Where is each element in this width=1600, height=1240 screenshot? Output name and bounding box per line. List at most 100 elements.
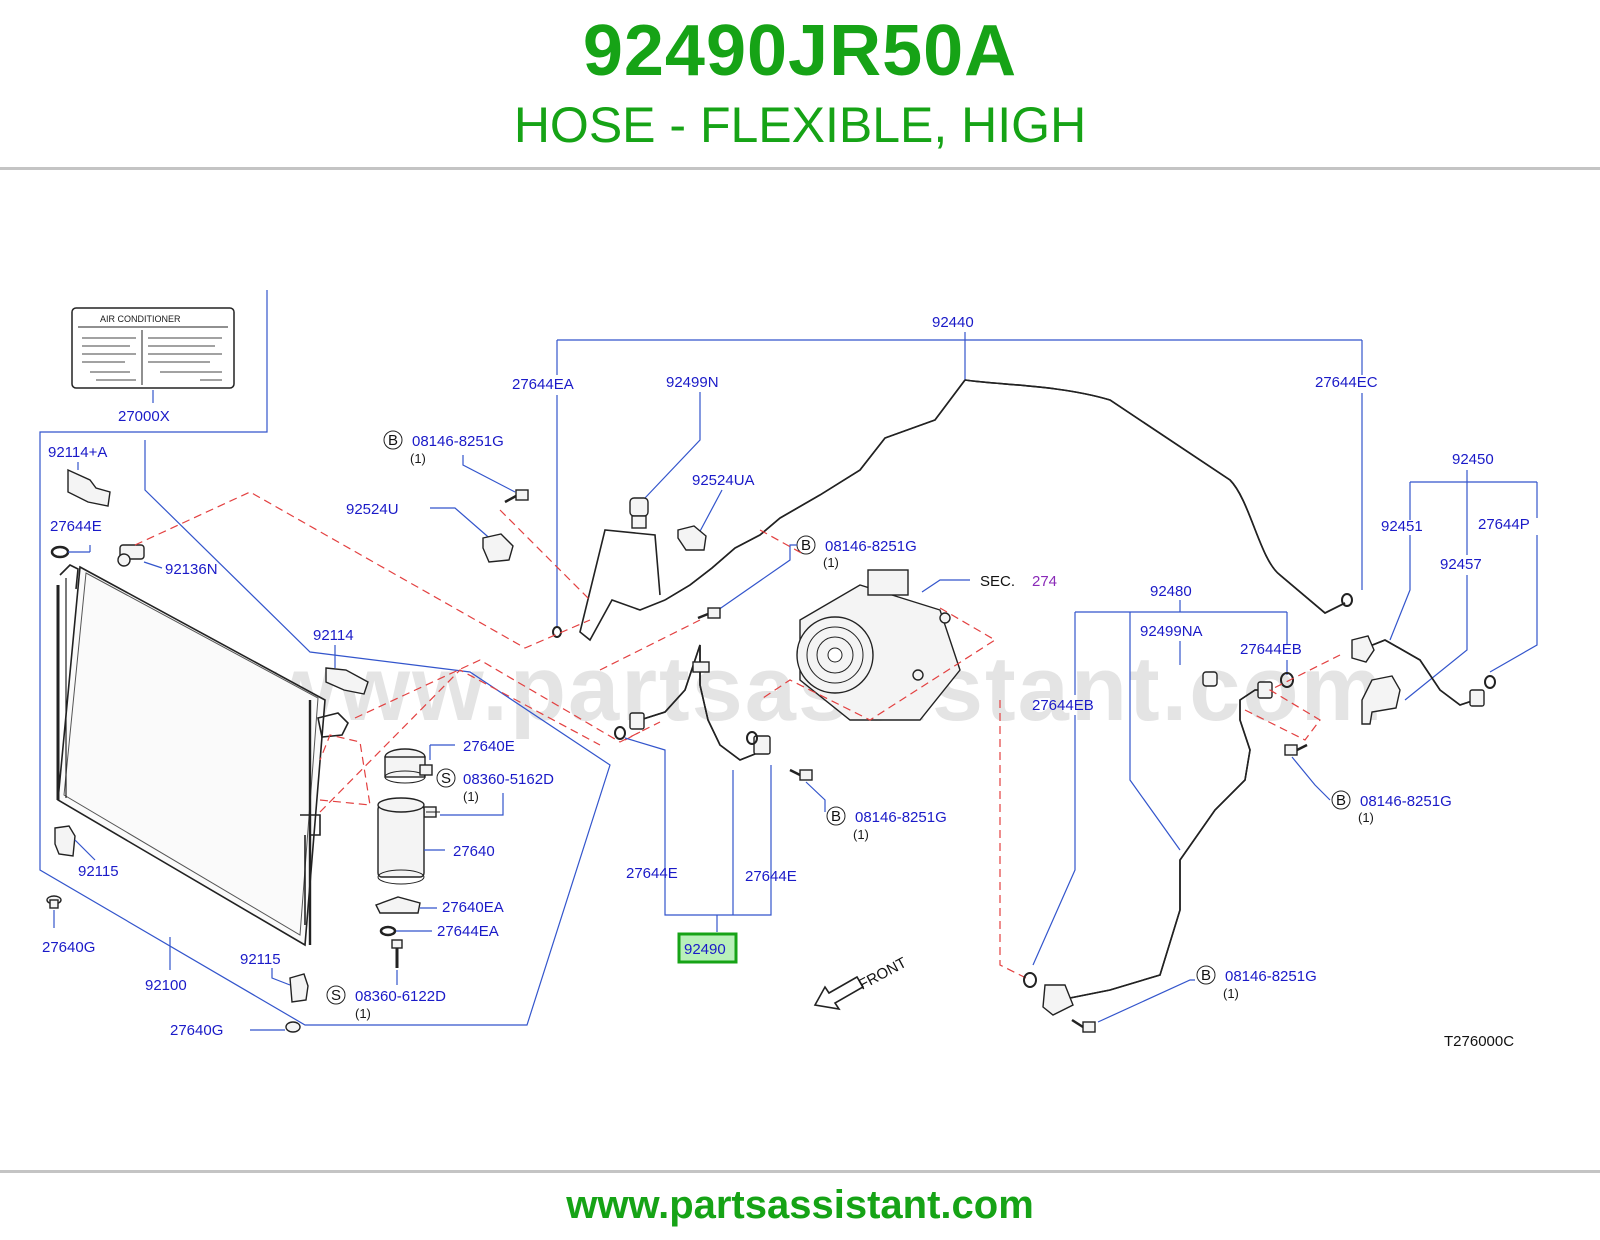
sec-label: SEC. (980, 573, 1015, 590)
pipe-92440[interactable] (964, 379, 1346, 614)
qty-08360-6122D: (1) (355, 1006, 371, 1021)
circle-b-symbol-3 (826, 806, 846, 826)
label-27644EA[interactable]: 27644EA (512, 376, 574, 393)
label-27640G-bottom[interactable]: 27640G (170, 1022, 223, 1039)
condenser-92100[interactable] (56, 564, 349, 947)
sec-number-274[interactable]: 274 (1032, 573, 1057, 590)
qty-08146-hose: (1) (853, 827, 869, 842)
qty-08146-center: (1) (823, 555, 839, 570)
grommet-27640G-left[interactable] (46, 895, 62, 909)
bracket-27640EA[interactable] (375, 896, 421, 914)
bracket-92115-bottom[interactable] (289, 973, 309, 1003)
bolt-08146-bottom[interactable] (1071, 1018, 1096, 1033)
label-08360-5162D[interactable]: 08360-5162D (463, 771, 554, 788)
header-divider (0, 167, 1600, 170)
label-92450[interactable]: 92450 (1452, 451, 1494, 468)
clip-92457[interactable] (1361, 675, 1401, 725)
label-27640E[interactable]: 27640E (463, 738, 515, 755)
label-92440[interactable]: 92440 (932, 314, 974, 331)
circle-s-letter-2: S (331, 987, 341, 1004)
service-valve-92499N[interactable] (629, 497, 649, 529)
circle-b-letter-2: B (801, 537, 811, 554)
label-92136N[interactable]: 92136N (165, 561, 218, 578)
circle-s-symbol-2 (326, 985, 346, 1005)
bolt-08146-top-left[interactable] (504, 489, 529, 504)
circle-b-symbol-4 (1331, 790, 1351, 810)
label-27644EB-lower[interactable]: 27644EB (1032, 697, 1094, 714)
pipe-92451[interactable] (1351, 635, 1485, 707)
label-92115-left[interactable]: 92115 (78, 863, 119, 880)
hose-flexible-high-92490[interactable] (629, 644, 771, 761)
label-27640EA[interactable]: 27640EA (442, 899, 504, 916)
o-ring-27644EC[interactable] (1341, 593, 1353, 607)
label-08146-top-left[interactable]: 08146-8251G (412, 433, 504, 450)
label-27644P[interactable]: 27644P (1478, 516, 1530, 533)
qty-08146-right: (1) (1358, 810, 1374, 825)
ac-label-card[interactable]: AIR CONDITIONER (71, 307, 235, 389)
label-27644E-hose-left[interactable]: 27644E (626, 865, 678, 882)
bracket-92114[interactable] (325, 667, 369, 695)
front-direction-arrow (813, 975, 865, 1011)
label-92524UA[interactable]: 92524UA (692, 472, 755, 489)
label-92100[interactable]: 92100 (145, 977, 187, 994)
bracket-92115-left[interactable] (54, 825, 76, 857)
label-27644E-left[interactable]: 27644E (50, 518, 102, 535)
label-92490-highlighted[interactable]: 92490 (684, 941, 726, 958)
label-92457[interactable]: 92457 (1440, 556, 1482, 573)
label-27644EB-upper[interactable]: 27644EB (1240, 641, 1302, 658)
label-92499NA[interactable]: 92499NA (1140, 623, 1203, 640)
clip-92524UA[interactable] (677, 525, 707, 551)
o-ring-27644E-left[interactable] (614, 726, 626, 740)
clip-92524U[interactable] (482, 533, 514, 563)
pressure-switch-92136N[interactable] (117, 544, 145, 567)
circle-b-letter-1: B (388, 432, 398, 449)
label-92499N[interactable]: 92499N (666, 374, 719, 391)
qty-08146-bottom: (1) (1223, 986, 1239, 1001)
bolt-08360-5162D[interactable] (423, 806, 440, 818)
label-27644E-hose-right[interactable]: 27644E (745, 868, 797, 885)
label-92480[interactable]: 92480 (1150, 583, 1192, 600)
ac-label-card-title: AIR CONDITIONER (100, 314, 181, 324)
footer-divider (0, 1170, 1600, 1173)
circle-b-symbol-5 (1196, 965, 1216, 985)
circle-b-letter-4: B (1336, 792, 1346, 809)
front-label: FRONT (856, 954, 910, 993)
label-08360-6122D[interactable]: 08360-6122D (355, 988, 446, 1005)
circle-s-letter-1: S (441, 770, 451, 787)
bolt-08360-6122D[interactable] (391, 939, 403, 968)
bolt-08146-center[interactable] (697, 607, 721, 620)
highlight-box-92490 (677, 932, 738, 964)
bolt-08146-right[interactable] (1284, 743, 1308, 756)
bracket-92114A[interactable] (67, 468, 111, 507)
receiver-drier-27640[interactable] (377, 797, 425, 885)
o-ring-27644EB-lower[interactable] (1023, 972, 1037, 988)
clamp-27640E[interactable] (384, 748, 433, 784)
label-92524U[interactable]: 92524U (346, 501, 399, 518)
footer-url-link[interactable]: www.partsassistant.com (566, 1183, 1034, 1227)
o-ring-27644EA-lower[interactable] (379, 925, 397, 937)
service-valve-92499NA[interactable] (1202, 671, 1218, 687)
o-ring-27644P[interactable] (1484, 675, 1496, 689)
o-ring-27644E-right[interactable] (746, 731, 758, 745)
grommet-27640G-bottom[interactable] (285, 1021, 301, 1033)
label-27644EA-lower[interactable]: 27644EA (437, 923, 499, 940)
label-08146-center[interactable]: 08146-8251G (825, 538, 917, 555)
label-27640[interactable]: 27640 (453, 843, 495, 860)
label-92114[interactable]: 92114 (313, 627, 354, 644)
label-27640G-left[interactable]: 27640G (42, 939, 95, 956)
label-92451[interactable]: 92451 (1381, 518, 1423, 535)
qty-08146-top-left: (1) (410, 451, 426, 466)
bolt-08146-hose[interactable] (789, 768, 813, 781)
label-27000X[interactable]: 27000X (118, 408, 170, 425)
o-ring-27644EB-upper[interactable] (1280, 672, 1294, 688)
label-92115-bottom[interactable]: 92115 (240, 951, 281, 968)
label-08146-hose[interactable]: 08146-8251G (855, 809, 947, 826)
label-08146-right[interactable]: 08146-8251G (1360, 793, 1452, 810)
o-ring-27644E[interactable] (50, 545, 70, 559)
circle-s-symbol-1 (436, 768, 456, 788)
label-92114A[interactable]: 92114+A (48, 444, 107, 461)
label-08146-bottom[interactable]: 08146-8251G (1225, 968, 1317, 985)
hose-low-92480[interactable] (1042, 681, 1273, 1016)
compressor[interactable] (796, 569, 961, 721)
label-27644EC[interactable]: 27644EC (1315, 374, 1378, 391)
